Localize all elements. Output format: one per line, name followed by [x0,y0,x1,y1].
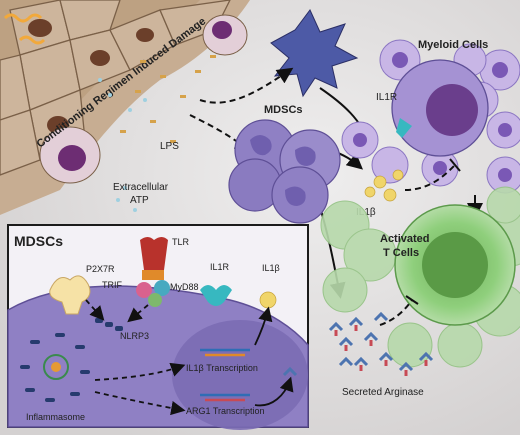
arginase-molecules [328,311,434,376]
p2x7r-label: P2X7R [86,264,115,274]
arg1-transcription [200,393,250,402]
lps-atp-particles [98,55,216,212]
activated-label: Activated [380,233,430,245]
tlr-label: TLR [172,237,190,247]
il1b-inset-icon [259,291,277,309]
il1r-inset-label: IL1R [210,262,230,272]
inset-secretion-arrows [254,306,294,407]
myd88-label: MyD88 [170,282,199,292]
tlr-receptor [136,237,170,307]
myeloid-cells-label: Myeloid Cells [418,39,488,51]
arginase-inset-icon [282,366,298,377]
damaged-tissue [0,0,250,215]
inset-signal-arrows [85,299,186,416]
il1b-transcription [200,348,250,357]
extracellular-label: Extracellular [113,182,169,193]
myeloid-cells [341,39,520,194]
lps-label: LPS [160,141,179,152]
atp-label: ATP [130,195,149,206]
activated-t-cells [320,186,520,368]
secreted-arginase-label: Secreted Arginase [342,387,424,398]
il1b-signal-arrow [404,164,456,191]
inset-title: MDSCs [14,233,63,249]
il1b-particles [364,169,404,202]
p2x7r-receptor [49,275,91,315]
t-cells-label: T Cells [383,247,419,259]
arginase-inhibit-arrow [379,299,413,326]
mdsc-cluster [228,119,341,224]
il1b-transcription-label: IL1β Transcription [186,363,258,373]
mdscs-label: MDSCs [264,104,303,116]
arg1-transcription-label: ARG1 Transcription [186,406,265,416]
il1r-label-top: IL1R [376,92,397,103]
inflammasome-label: Inflammasome [26,412,85,422]
inflammasome-complex [20,333,90,402]
nlrp3-label: NLRP3 [120,331,149,341]
trif-label: TRIF [102,280,122,290]
dendritic-cell [270,9,359,98]
il1r-receptor-icon [396,118,412,138]
il1r-inset-icon [200,285,232,306]
il1b-inset-label: IL1β [262,263,280,273]
